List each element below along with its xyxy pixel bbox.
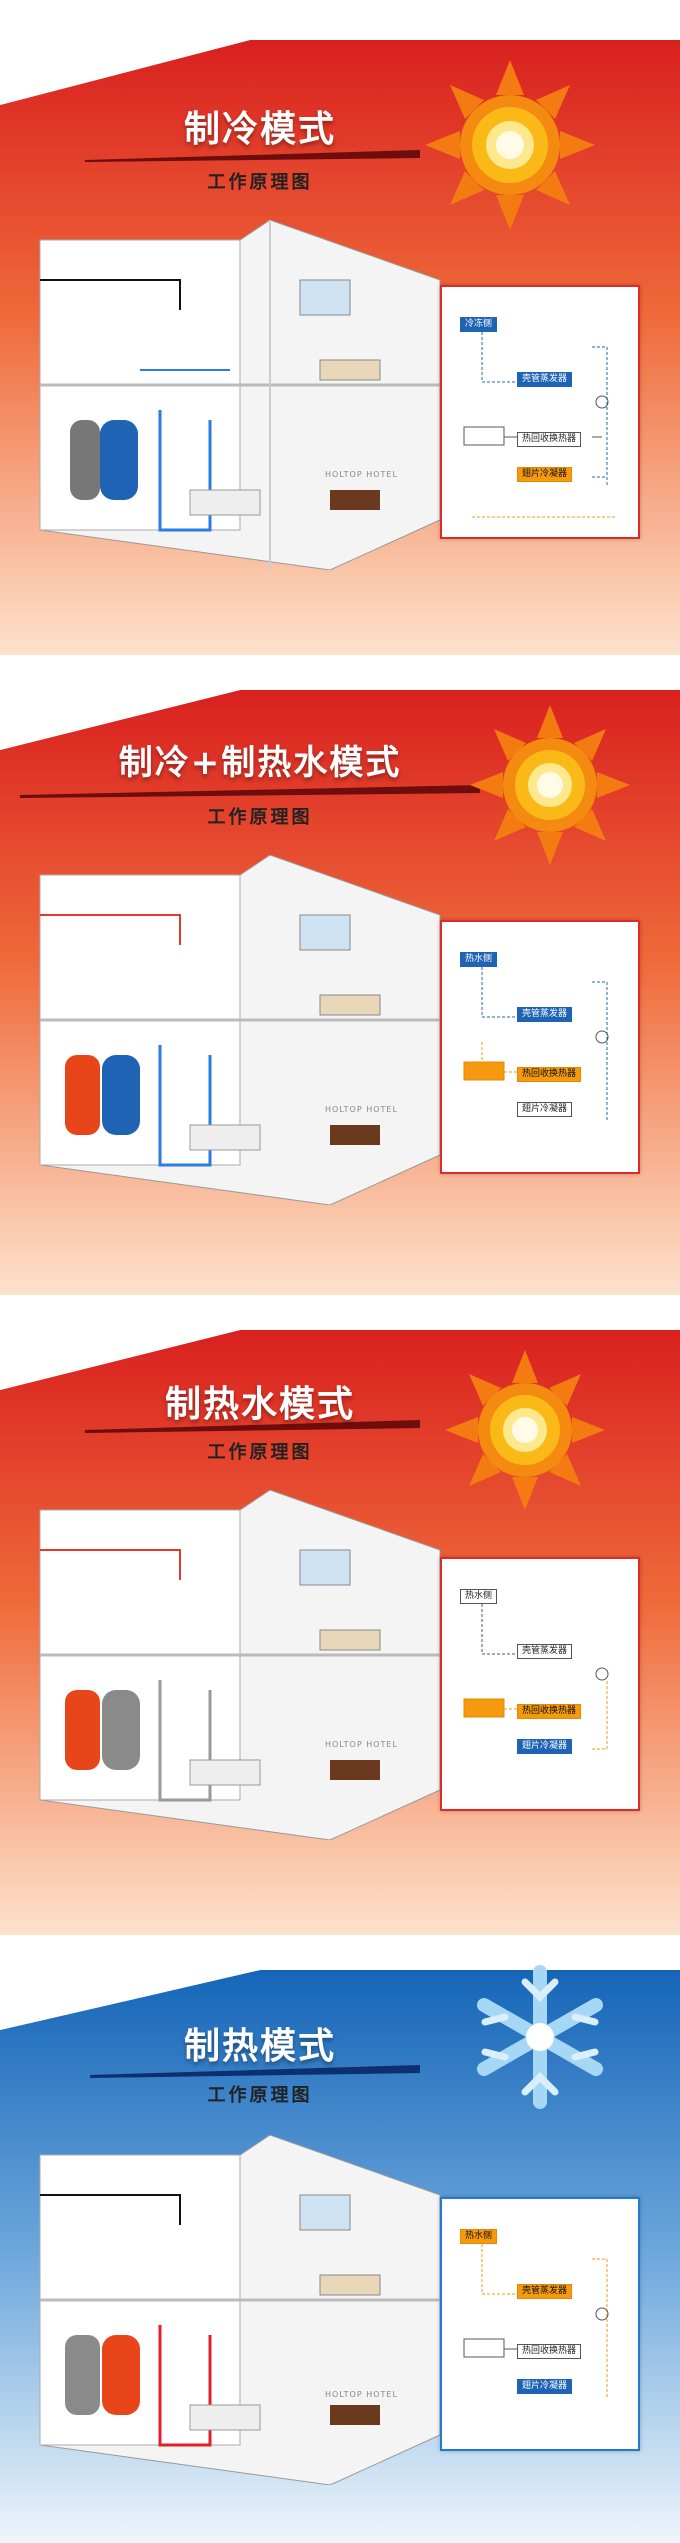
hotel-sign: HOLTOP HOTEL (325, 470, 398, 479)
evaporator-box: 壳管蒸发器 (517, 1644, 573, 1659)
schematic-lines (463, 2244, 609, 2399)
evaporator-box: 壳管蒸发器 (517, 2284, 573, 2299)
condenser-box: 翅片冷凝器 (517, 2379, 573, 2394)
sun-icon (470, 705, 630, 865)
building-diagram (39, 220, 441, 570)
side-label-box: 热水侧 (460, 952, 498, 967)
recovery-box: 热回收换热器 (517, 1067, 582, 1082)
panel-title: 制热模式 (183, 2026, 336, 2067)
schematic-lines (463, 332, 617, 518)
panel-subtitle: 工作原理图 (207, 1442, 313, 1463)
panel-title: 制冷模式 (183, 109, 336, 150)
side-label-box: 冷冻侧 (460, 317, 498, 332)
panel-cooling-mode: 制冷模式 工作原理图 HOLTOP HOTEL (0, 0, 680, 655)
side-label-box: 热水侧 (460, 1589, 498, 1604)
condenser-box: 翅片冷凝器 (517, 467, 573, 482)
schematic-lines (463, 967, 609, 1122)
building-diagram (39, 2135, 441, 2485)
sun-icon (445, 1350, 605, 1510)
hotel-sign: HOLTOP HOTEL (325, 2390, 398, 2399)
panel-title: 制热水模式 (164, 1384, 355, 1425)
recovery-box: 热回收换热器 (517, 432, 582, 447)
snowflake-icon (477, 1965, 603, 2109)
panel-cooling-hotwater-mode: 制冷+制热水模式 工作原理图 HOLTOP HOTEL 热水侧 壳管蒸发器 热回… (0, 655, 680, 1295)
panel-title: 制冷+制热水模式 (118, 743, 402, 783)
recovery-box: 热回收换热器 (517, 1704, 582, 1719)
evaporator-box: 壳管蒸发器 (517, 372, 573, 387)
hotel-sign: HOLTOP HOTEL (325, 1105, 398, 1114)
hotel-sign: HOLTOP HOTEL (325, 1740, 398, 1749)
condenser-box: 翅片冷凝器 (517, 1102, 573, 1117)
panel-subtitle: 工作原理图 (207, 807, 313, 828)
panel-subtitle: 工作原理图 (207, 172, 313, 193)
sun-icon (425, 60, 595, 230)
evaporator-box: 壳管蒸发器 (517, 1007, 573, 1022)
schematic-panel: 热水侧 壳管蒸发器 热回收换热器 翅片冷凝器 (440, 920, 640, 1174)
panel-hotwater-mode: 制热水模式 工作原理图 HOLTOP HOTEL 热水侧 壳管蒸发器 热回收换热… (0, 1295, 680, 1935)
schematic-panel: 冷冻侧 壳管蒸发器 热回收换热器 翅片冷凝器 (440, 285, 640, 539)
schematic-lines (463, 1604, 609, 1750)
recovery-box: 热回收换热器 (517, 2344, 582, 2359)
panel-subtitle: 工作原理图 (207, 2085, 313, 2106)
condenser-box: 翅片冷凝器 (517, 1739, 573, 1754)
schematic-panel: 热水侧 壳管蒸发器 热回收换热器 翅片冷凝器 (440, 2197, 640, 2451)
panel-heating-mode: 制热模式 工作原理图 HOLTOP HOTEL 热水侧 壳管蒸发器 热回收换热器… (0, 1935, 680, 2543)
building-diagram (39, 855, 441, 1205)
side-label-box: 热水侧 (460, 2229, 498, 2244)
schematic-panel: 热水侧 壳管蒸发器 热回收换热器 翅片冷凝器 (440, 1557, 640, 1811)
building-diagram (39, 1490, 441, 1840)
